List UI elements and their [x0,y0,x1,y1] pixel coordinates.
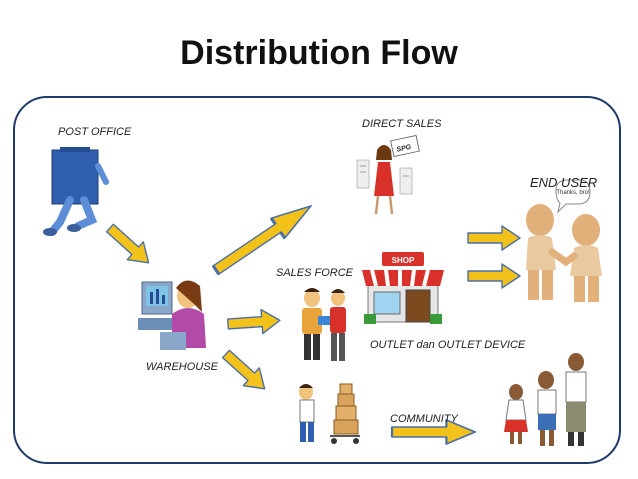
node-label-outlet: OUTLET dan OUTLET DEVICE [370,339,526,351]
post-office-illustration [43,147,109,236]
arrow-outlet-to-end-user [467,263,521,289]
speech-bubble-text: Thanks, bro! [556,190,590,196]
node-label-community: COMMUNITY [390,413,458,425]
spg-sign-text: SPG [396,144,412,154]
shop-sign-text: SHOP [392,256,415,265]
community-delivery-illustration [299,383,360,444]
warehouse-illustration [138,280,206,350]
node-label-post-office: POST OFFICE [58,126,132,138]
diagram-frame [13,96,621,464]
arrow-warehouse-to-sales-force [226,307,282,337]
arrow-direct-sales-to-end-user [467,225,521,251]
outlet-illustration [362,252,444,324]
sales-force-illustration [302,288,346,361]
arrow-warehouse-to-community [217,344,274,399]
node-label-sales-force: SALES FORCE [276,267,354,279]
node-label-end-user: END USER [530,175,598,190]
arrow-post-office-to-warehouse [101,218,158,273]
community-group-illustration [504,353,587,446]
page-title: Distribution Flow [180,34,458,72]
direct-sales-illustration [356,134,420,215]
node-label-warehouse: WAREHOUSE [146,361,218,373]
node-label-direct-sales: DIRECT SALES [362,118,442,130]
end-user-illustration [526,179,602,302]
